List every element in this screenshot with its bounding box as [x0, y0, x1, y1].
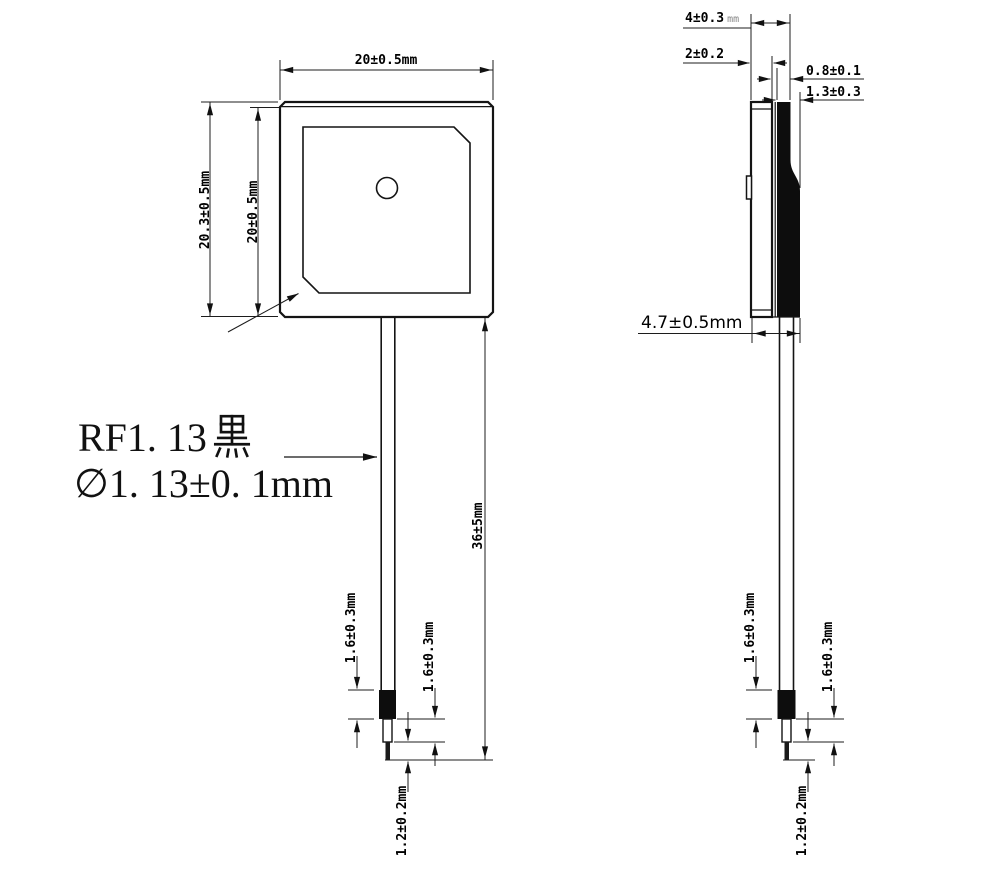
cable-side	[777, 317, 796, 760]
dim-side-layer-inner: 0.8±0.1	[806, 64, 861, 79]
dim-side-width-bottom: 4.7±0.5mm	[641, 313, 742, 333]
cable-tip-side	[784, 742, 789, 760]
ceramic-side	[749, 100, 774, 319]
front-view: 20±0.5mm 20.3±0.5mm 20±0.5mm 36±5mm	[198, 53, 495, 857]
feed-hole	[375, 176, 399, 200]
heat-shrink-segment-side	[777, 690, 796, 719]
cjk-character-hei	[213, 414, 250, 458]
heat-shrink-segment	[379, 690, 396, 719]
stripped-segment-side	[781, 718, 792, 743]
antenna-body-side	[745, 100, 800, 319]
dim-front-tip: 1.2±0.2mm	[395, 786, 410, 857]
chamfer-leader-arrow	[227, 293, 299, 333]
dim-front-shrink-tube: 1.6±0.3mm	[344, 593, 359, 664]
dim-front-width: 20±0.5mm	[355, 53, 418, 68]
dim-cable-length: 36±5mm	[471, 502, 486, 549]
patch-element	[302, 126, 471, 294]
dim-side-ceramic: 2±0.2	[685, 47, 724, 62]
dim-side-shrink-tube: 1.6±0.3mm	[743, 593, 758, 664]
feed-pin-bump	[745, 175, 753, 200]
dim-front-stripped: 1.6±0.3mm	[422, 622, 437, 693]
dim-side-tip: 1.2±0.2mm	[795, 786, 810, 857]
dim-side-layer-outer: 1.3±0.3	[806, 85, 861, 100]
cable-front	[379, 317, 396, 760]
cable-note-line2: ∅1. 13±0. 1mm	[74, 461, 334, 506]
dim-side-stripped: 1.6±0.3mm	[821, 622, 836, 693]
cable-tip	[385, 742, 390, 760]
dim-front-height-outer: 20.3±0.5mm	[198, 171, 213, 249]
dim-front-height-inner: 20±0.5mm	[246, 181, 261, 244]
cable-note-line1: RF1. 13	[78, 414, 253, 458]
cable-note-line1-text: RF1. 13	[78, 415, 207, 460]
dimensions-front: 20±0.5mm 20.3±0.5mm 20±0.5mm 36±5mm	[198, 53, 494, 857]
shield-profile-side	[777, 102, 800, 317]
antenna-body-front	[278, 100, 495, 319]
stripped-segment	[382, 718, 393, 743]
